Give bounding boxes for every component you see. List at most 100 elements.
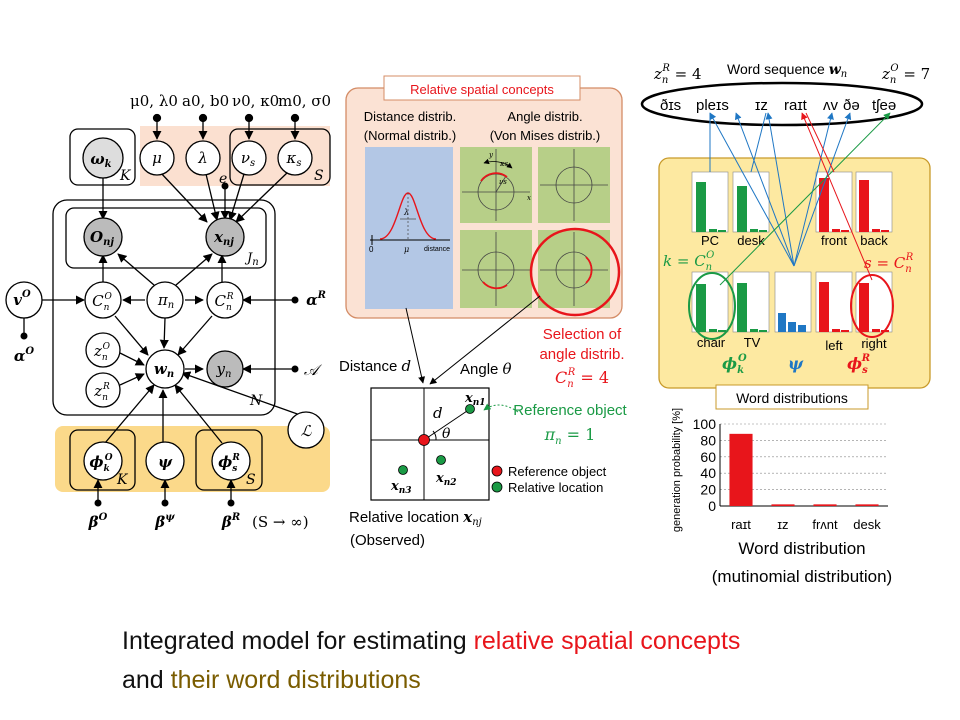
node-x-label: xnj	[213, 228, 234, 248]
phoneme-1: ðɪs	[660, 97, 681, 114]
selection-equation: CnR = 4	[555, 367, 609, 390]
plate-jn	[65, 207, 267, 269]
node-e-label: e	[219, 171, 227, 187]
node-kappa-label: κs	[286, 149, 302, 169]
s-equation: s = CnR	[864, 252, 914, 275]
y-tick-label: 0	[708, 498, 716, 514]
reference-point	[418, 434, 430, 446]
node-z-r	[85, 372, 121, 408]
pgm-edges	[23, 171, 304, 502]
location-d-label: d	[433, 404, 443, 422]
node-w	[145, 349, 185, 389]
bar	[855, 504, 879, 506]
plate-s-top	[229, 128, 331, 186]
word-pc: PC	[701, 233, 719, 248]
arrow-distance	[405, 307, 426, 384]
node-omega	[82, 137, 124, 179]
bar-chart-bars	[729, 433, 879, 506]
node-alpha-o-label: αO	[14, 346, 35, 365]
observed-label: (Observed)	[350, 532, 425, 549]
graphical-model: μ0, λ0 a0, b0 ν0, κ0 m0, σ0 K S N Jn K S	[5, 92, 331, 531]
word-panel: znR = 4 Word sequence wn znO = 7 ðɪs ple…	[640, 61, 931, 410]
reference-object-label: Reference object	[513, 402, 627, 419]
location-d-line	[423, 408, 471, 441]
node-c-o-label: CnO	[92, 292, 112, 313]
angle-panels: κs νs x y	[460, 147, 610, 308]
node-psi-label: ψ	[158, 453, 173, 471]
node-c-o	[84, 281, 122, 319]
node-psi	[145, 441, 185, 481]
node-alpha-r-label: αR	[306, 290, 326, 309]
distance-var-label: Distance d	[339, 357, 411, 375]
legend-ref-label: Reference object	[508, 464, 607, 479]
node-lambda-label: λ	[197, 149, 208, 167]
plate-s-bottom-label: S	[246, 472, 256, 488]
x-n2-label: xn2	[435, 471, 457, 488]
plate-n-label: N	[249, 393, 263, 409]
phi-r-label: ϕsR	[847, 353, 870, 376]
y-tick-label: 20	[700, 482, 716, 498]
distance-plot-bg	[365, 147, 453, 309]
word-right: right	[861, 336, 887, 351]
arrow-angle	[429, 295, 541, 385]
plate-k-top-label: K	[119, 168, 132, 184]
word-dist-title-box	[715, 384, 869, 410]
plate-n	[52, 199, 276, 416]
node-y	[206, 350, 244, 388]
phoneme-sequence: ðɪs pleɪs ɪz raɪt ʌv ðə tʃeə	[660, 97, 896, 114]
node-nu	[231, 140, 267, 176]
word-dist-title: Word distributions	[736, 390, 848, 406]
dist-axis-label: distance	[424, 246, 450, 253]
dist-mu-label: μ	[404, 245, 409, 254]
node-l	[287, 411, 325, 449]
selection-line-1: Selection of	[543, 326, 622, 343]
node-phi-o-label: ϕkO	[89, 453, 112, 474]
y-tick-label: 60	[700, 449, 716, 465]
bar-chart-title: Word distribution	[738, 539, 865, 558]
node-v-label: vO	[13, 289, 31, 309]
plate-k-bottom	[69, 429, 136, 491]
selection-line-2: angle distrib.	[539, 346, 624, 363]
node-beta-r-label: βR	[221, 512, 240, 531]
y-tick-label: 80	[700, 432, 716, 448]
axis-x-label: x	[527, 194, 531, 202]
word-front: front	[821, 233, 847, 248]
spatial-title-box	[383, 75, 581, 101]
angle-var-label: Angle θ	[460, 360, 512, 378]
node-l-label: ℒ	[301, 422, 313, 440]
node-x	[205, 217, 245, 257]
angle-label: Angle distrib.	[507, 109, 582, 124]
phoneme-2: pleɪs	[696, 97, 729, 114]
plate-jn-label: Jn	[244, 251, 259, 268]
phi-o-label: ϕkO	[722, 353, 747, 376]
plate-s-bottom	[195, 429, 263, 491]
legend-rel-label: Relative location	[508, 480, 603, 495]
node-omega-label: ωk	[90, 150, 111, 170]
legend-rel-marker	[491, 481, 503, 493]
plate-k-bottom-label: K	[116, 472, 129, 488]
hyper-mu-lambda: μ0, λ0	[130, 92, 178, 110]
dist-sub: (Normal distrib.)	[364, 128, 456, 143]
k-equation: k = CnO	[663, 250, 714, 273]
node-lambda	[185, 140, 221, 176]
hyper-m-sigma: m0, σ0	[278, 92, 331, 110]
node-y-label: yn	[216, 360, 232, 380]
node-a-label: 𝒜	[304, 361, 323, 379]
node-c-r	[206, 281, 244, 319]
pgm-dots	[20, 182, 299, 507]
node-z-o-label: znO	[93, 342, 111, 363]
spatial-title: Relative spatial concepts	[410, 82, 554, 97]
location-point-2	[436, 455, 446, 465]
category-label: raɪt	[731, 517, 751, 532]
selected-angle-highlight	[529, 227, 621, 317]
node-beta-o-label: βO	[88, 512, 108, 531]
word-tv: TV	[744, 335, 761, 350]
legend-ref-marker	[491, 465, 503, 477]
category-label: ɪz	[777, 517, 788, 532]
location-point-3	[398, 465, 408, 475]
location-point-1	[465, 404, 475, 414]
node-phi-r-label: ϕsR	[218, 453, 240, 474]
word-desk: desk	[737, 233, 765, 248]
category-label: desk	[853, 517, 881, 532]
